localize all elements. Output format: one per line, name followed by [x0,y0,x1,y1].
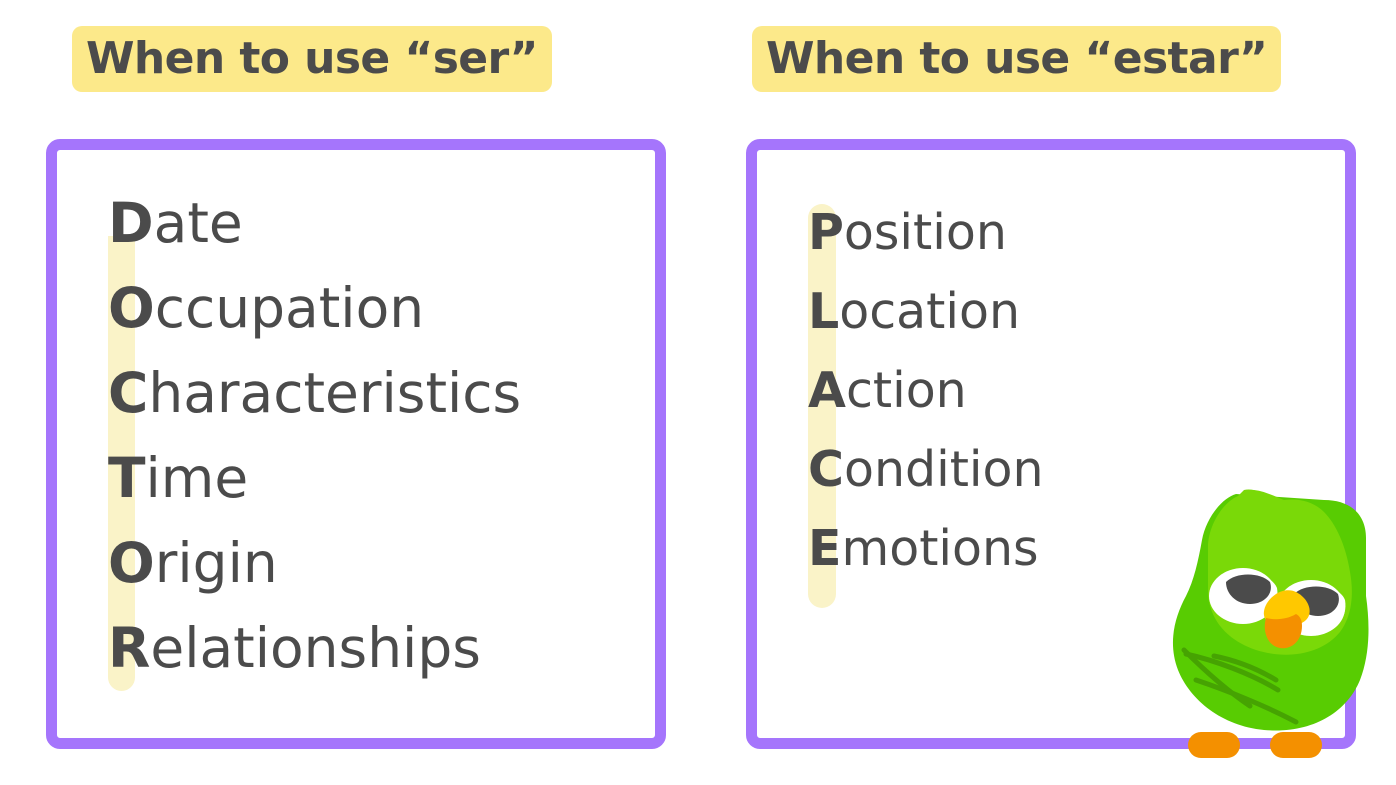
list-item: Occupation [108,281,521,366]
duo-owl-mascot [1164,484,1396,764]
owl-side-tuft-icon [1316,518,1344,578]
left-panel-title-text: When to use “ser” [86,33,538,84]
placer-acronym-list: Position Location Action Condition Emoti… [808,208,1044,603]
right-panel-title-text: When to use “estar” [766,33,1268,84]
list-item: Emotions [808,524,1044,603]
list-item-lead-letter: D [108,191,154,255]
list-item-rest: elationships [150,616,481,680]
list-item-rest: ction [845,362,967,419]
list-item-lead-letter: R [108,616,151,680]
list-item: Origin [108,536,521,621]
list-item-lead-letter: O [108,531,155,595]
list-item-rest: ate [153,191,243,255]
list-item: Time [108,451,521,536]
owl-wing-lines-icon [1181,647,1299,725]
list-item-rest: rigin [154,531,278,595]
owl-left-eye-icon [1209,568,1278,624]
list-item: Date [108,196,521,281]
right-panel-title: When to use “estar” [752,26,1282,92]
owl-feet-icon [1188,732,1322,758]
doctor-acronym-list: Date Occupation Characteristics Time Ori… [108,196,521,706]
list-item-rest: ondition [843,441,1044,498]
list-item-rest: ime [145,446,249,510]
owl-beak-icon [1263,590,1310,649]
doctor-letter-highlight-strip [108,236,135,691]
list-item: Position [808,208,1044,287]
list-item-lead-letter: C [108,361,149,425]
owl-head-tufts-icon [1238,489,1270,528]
list-item: Location [808,287,1044,366]
left-panel-title: When to use “ser” [72,26,552,92]
list-item-lead-letter: E [808,520,842,577]
list-item: Condition [808,445,1044,524]
placer-letter-highlight-strip [808,204,836,608]
list-item-lead-letter: O [108,276,155,340]
list-item: Characteristics [108,366,521,451]
list-item-rest: ccupation [154,276,425,340]
list-item-rest: motions [841,520,1039,577]
list-item-rest: haracteristics [148,361,522,425]
list-item-rest: osition [843,204,1007,261]
list-item-lead-letter: C [808,441,844,498]
estar-card [746,139,1356,749]
list-item-lead-letter: T [108,446,146,510]
list-item-lead-letter: A [808,362,846,419]
list-item-lead-letter: P [808,204,844,261]
ser-card [46,139,666,749]
list-item: Action [808,366,1044,445]
list-item-lead-letter: L [808,283,840,340]
list-item: Relationships [108,621,521,706]
list-item-rest: ocation [839,283,1021,340]
